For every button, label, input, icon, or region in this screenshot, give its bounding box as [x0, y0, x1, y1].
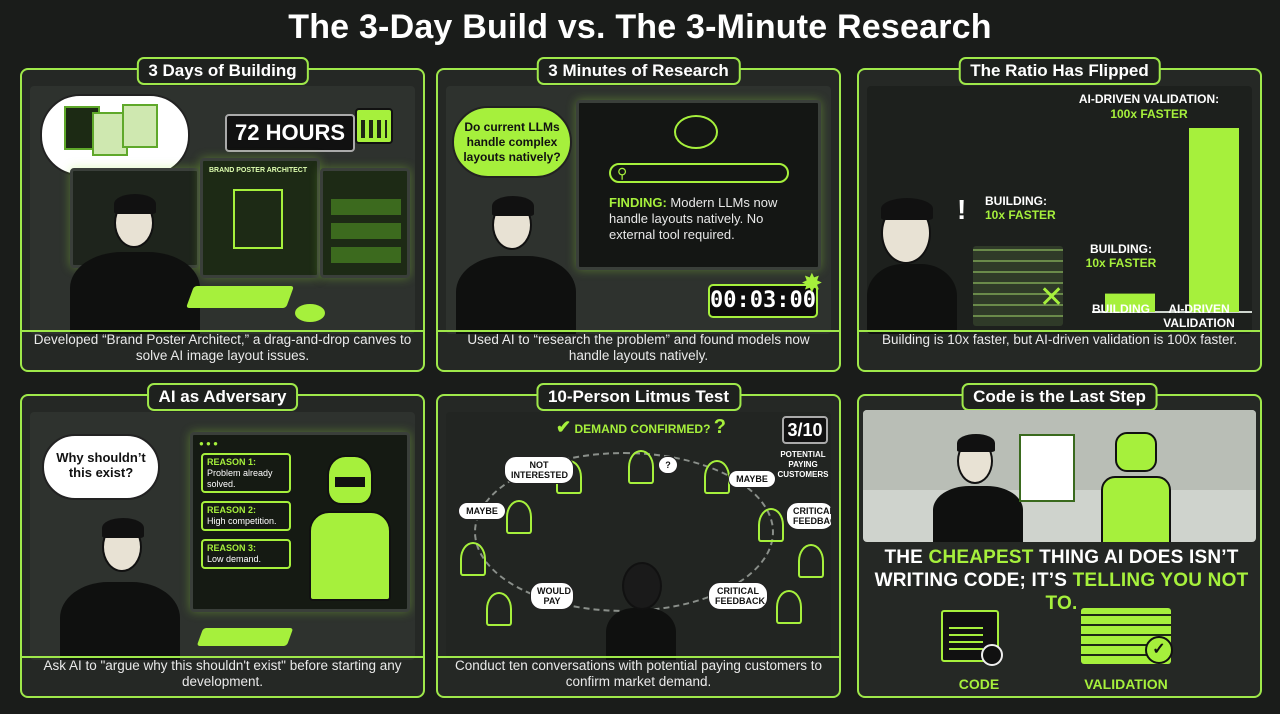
ratio-scene: ! BUILDING: 10x FASTER ✕ AI-DRIVEN VALID…: [867, 86, 1252, 334]
panel-title: AI as Adversary: [146, 383, 299, 411]
bar-ai-driven-validation: [1189, 128, 1239, 312]
customer-avatar: [628, 450, 654, 484]
response-tag: CRITICAL FEEDBACK: [708, 582, 768, 610]
surprised-figure: [867, 264, 957, 334]
validation-stack-icon: ✓: [1081, 608, 1173, 664]
panel-ai-adversary: AI as Adversary ● ● ● REASON 1: Problem …: [20, 383, 425, 698]
question-bubble: Do current LLMs handle complex layouts n…: [452, 106, 572, 178]
hours-badge: 72 HOURS: [225, 114, 356, 152]
customer-avatar: [460, 542, 486, 576]
robot-figure: [1101, 432, 1171, 542]
clock-icon: [981, 644, 1003, 666]
finding-text: FINDING: Modern LLMs now handle layouts …: [609, 195, 778, 242]
count-badge: 3/10: [782, 416, 828, 444]
axis-label-ai: AI-DRIVEN VALIDATION: [1163, 302, 1235, 330]
ratio-bar-chart: [1092, 128, 1252, 313]
response-tag: MAYBE: [458, 502, 506, 520]
center-monitor: BRAND POSTER ARCHITECT: [200, 158, 320, 278]
response-tag: NOT INTERESTED: [504, 456, 574, 484]
office-scene: [863, 410, 1256, 542]
panel-caption: Developed “Brand Poster Architect,” a dr…: [33, 332, 412, 363]
code-stack-icon: [973, 246, 1063, 326]
panel-caption: Used AI to “research the problem” and fo…: [467, 332, 810, 363]
customer-avatar: [704, 460, 730, 494]
check-circle-icon: ✓: [1145, 636, 1173, 664]
label-building-side: BUILDING: 10x FASTER: [985, 194, 1056, 222]
response-tag: MAYBE: [728, 470, 776, 488]
label-ai-top: AI-DRIVEN VALIDATION: 100x FASTER: [1078, 92, 1220, 121]
code-label: CODE: [958, 676, 1000, 692]
panel-caption: Ask AI to "argue why this shouldn't exis…: [43, 658, 402, 689]
researcher-figure: [456, 256, 576, 334]
response-tag: WOULD PAY: [530, 582, 574, 610]
mouse: [295, 304, 325, 322]
axis-label-building: BUILDING: [1092, 302, 1150, 316]
response-tag: ?: [658, 456, 678, 474]
litmus-scene: ✔ DEMAND CONFIRMED? ? 3/10 POTENTIAL PAY…: [446, 412, 831, 660]
customer-avatar: [798, 544, 824, 578]
handshake-person: [933, 486, 1023, 542]
adversary-monitor: ● ● ● REASON 1: Problem already solved. …: [190, 432, 410, 612]
starburst-icon: ✸: [801, 268, 823, 298]
building-scene: 72 HOURS BRAND POSTER ARCHITECT: [30, 86, 415, 334]
response-tag: CRITICAL FEEDBACK: [786, 502, 831, 530]
skeptic-figure: [60, 582, 180, 660]
question-bubble: Why shouldn’t this exist?: [42, 434, 160, 500]
keyboard: [185, 286, 295, 308]
panel-caption: Building is 10x faster, but AI-driven va…: [882, 332, 1237, 347]
label-building-bar: BUILDING: 10x FASTER: [1085, 242, 1157, 270]
brain-ai-icon: [674, 115, 718, 149]
reason-1: REASON 1: Problem already solved.: [201, 453, 291, 493]
interviewer-figure: [606, 608, 676, 660]
count-label: POTENTIAL PAYING CUSTOMERS: [777, 450, 829, 479]
exclamation-icon: !: [957, 194, 967, 225]
checkmark-icon: ✔: [556, 417, 572, 437]
timer-display: 00:03:00: [708, 284, 818, 318]
developer-figure: [70, 252, 200, 334]
robot-figure: [305, 455, 395, 605]
panel-litmus-test: 10-Person Litmus Test ✔ DEMAND CONFIRMED…: [436, 383, 841, 698]
app-name: BRAND POSTER ARCHITECT: [209, 167, 308, 174]
panel-caption: Conduct ten conversations with potential…: [455, 658, 822, 689]
reason-2: REASON 2: High competition.: [201, 501, 291, 531]
keyboard: [196, 628, 294, 646]
panel-ratio-flipped: The Ratio Has Flipped ! BUILDING: 10x FA…: [857, 57, 1262, 372]
research-scene: ⚲ FINDING: Modern LLMs now handle layout…: [446, 86, 831, 334]
research-monitor: ⚲ FINDING: Modern LLMs now handle layout…: [576, 100, 821, 270]
validation-label: VALIDATION: [1084, 676, 1168, 692]
panel-title: Code is the Last Step: [961, 383, 1158, 411]
interviewer-head: [622, 562, 662, 610]
adversary-scene: ● ● ● REASON 1: Problem already solved. …: [30, 412, 415, 660]
calendar-icon: [355, 108, 393, 144]
customer-avatar: [758, 508, 784, 542]
customer-avatar: [506, 500, 532, 534]
customer-avatar: [486, 592, 512, 626]
search-input: ⚲: [609, 163, 789, 183]
demand-confirmed: ✔ DEMAND CONFIRMED? ?: [556, 416, 726, 438]
search-icon: ⚲: [617, 165, 628, 181]
document-icon: [1019, 434, 1075, 502]
panel-3-minutes-research: 3 Minutes of Research ⚲ FINDING: Modern …: [436, 57, 841, 372]
panel-title: The Ratio Has Flipped: [958, 57, 1161, 85]
tools-icon: ✕: [1039, 281, 1065, 314]
panel-title: 3 Days of Building: [136, 57, 309, 85]
customer-avatar: [776, 590, 802, 624]
panel-3-days-building: 3 Days of Building 72 HOURS BRAND POSTER…: [20, 57, 425, 372]
wireframe-sketches: [64, 102, 164, 164]
right-monitor: [320, 168, 410, 278]
code-window-icon: [941, 610, 1003, 666]
slogan: THE CHEAPEST THING AI DOES ISN’T WRITING…: [874, 547, 1249, 614]
bar-building: [1105, 293, 1155, 312]
reason-3: REASON 3: Low demand.: [201, 539, 291, 569]
panel-title: 3 Minutes of Research: [536, 57, 741, 85]
panel-title: 10-Person Litmus Test: [535, 383, 742, 411]
panel-code-last-step: Code is the Last Step THE CHEAPEST THING…: [857, 383, 1262, 698]
page-title: The 3-Day Build vs. The 3-Minute Researc…: [288, 8, 992, 46]
